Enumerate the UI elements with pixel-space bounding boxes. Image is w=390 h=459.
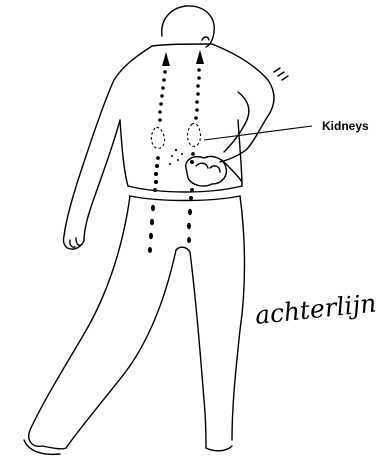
left-leg-outline [29,196,130,446]
left-inner-arm [84,120,120,240]
left-finger-1 [70,240,75,247]
right-shoe [206,446,232,451]
left-arm-outline [64,46,152,236]
meridian-line-left [148,70,167,253]
handwritten-achterlijn-label: achterlijn [254,288,378,330]
crotch-seam [176,247,190,252]
kidneys-label: Kidneys [322,119,369,133]
hand-knuckles [196,163,220,172]
left-finger-2 [76,238,80,245]
kidneys-callout-line [204,126,312,140]
meridian-line-right [187,68,201,243]
hair-detail [202,37,209,40]
elbow-motion-marks [274,68,288,80]
head-outline [162,6,214,47]
kidney-right-outline [188,123,201,146]
right-inner-arm [224,92,249,152]
meridian-arrow-left [162,52,170,66]
waistband [128,186,242,192]
lower-back-dots [169,149,183,165]
wrist-line [222,160,242,182]
right-leg-inner [190,252,206,448]
torso-left-side [120,120,128,186]
kidney-left-outline [151,127,164,148]
right-leg-outline [232,196,245,440]
waistband-lower [130,196,240,201]
left-leg-inner [66,250,176,448]
collar-outline [152,44,212,46]
meridian-arrow-right [196,50,204,64]
